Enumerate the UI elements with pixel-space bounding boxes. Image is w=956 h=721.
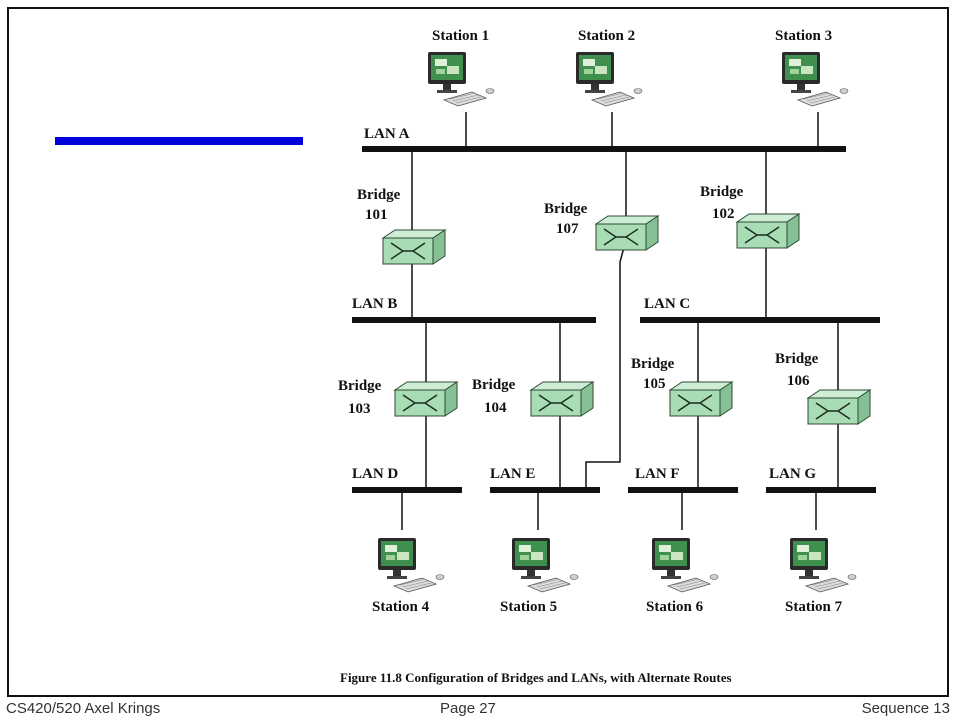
bridge-105-icon bbox=[669, 381, 733, 417]
station-1-label: Station 1 bbox=[432, 28, 489, 44]
station-5-label: Station 5 bbox=[500, 599, 557, 615]
bridge-102-label-line1: Bridge bbox=[700, 184, 744, 200]
computer-icon bbox=[781, 51, 849, 107]
bridge-105-label-line2: 105 bbox=[643, 376, 666, 392]
station-7-label: Station 7 bbox=[785, 599, 843, 615]
bridge-101-icon bbox=[382, 229, 446, 265]
computer-icon bbox=[651, 537, 719, 593]
bridge-103-icon bbox=[394, 381, 458, 417]
computer-icon bbox=[377, 537, 445, 593]
accent-bar bbox=[55, 137, 303, 145]
bridge-106-icon bbox=[807, 389, 871, 425]
footer-course: CS420/520 Axel Krings bbox=[6, 700, 161, 717]
bridge-103-label-line1: Bridge bbox=[338, 378, 382, 394]
bridge-104-label-line2: 104 bbox=[484, 400, 507, 416]
station-4-label: Station 4 bbox=[372, 599, 430, 615]
lan-d-label: LAN D bbox=[352, 466, 398, 482]
bridge-107-icon bbox=[595, 215, 659, 251]
station-2-label: Station 2 bbox=[578, 28, 635, 44]
bridge-101-label-line2: 101 bbox=[365, 207, 388, 223]
lan-g-label: LAN G bbox=[769, 466, 816, 482]
bridge-105-label-line1: Bridge bbox=[631, 356, 675, 372]
bridge-106-label-line2: 106 bbox=[787, 373, 810, 389]
lan-b-label: LAN B bbox=[352, 296, 397, 312]
bridge-107-label-line1: Bridge bbox=[544, 201, 588, 217]
lan-c-label: LAN C bbox=[644, 296, 690, 312]
bridge-107-label-line2: 107 bbox=[556, 221, 579, 237]
bridge-104-icon bbox=[530, 381, 594, 417]
computer-icon bbox=[789, 537, 857, 593]
station-6-label: Station 6 bbox=[646, 599, 704, 615]
computer-icon bbox=[511, 537, 579, 593]
bridge-103-label-line2: 103 bbox=[348, 401, 371, 417]
figure-caption: Figure 11.8 Configuration of Bridges and… bbox=[340, 670, 732, 685]
bridge-106-label-line1: Bridge bbox=[775, 351, 819, 367]
bridge-102-label-line2: 102 bbox=[712, 206, 735, 222]
footer-sequence: Sequence 13 bbox=[861, 700, 950, 717]
computer-icon bbox=[575, 51, 643, 107]
bridge-102-icon bbox=[736, 213, 800, 249]
lan-e-label: LAN E bbox=[490, 466, 535, 482]
lan-f-label: LAN F bbox=[635, 466, 680, 482]
station-3-label: Station 3 bbox=[775, 28, 832, 44]
bridge-101-label-line1: Bridge bbox=[357, 187, 401, 203]
computer-icon bbox=[427, 51, 495, 107]
footer-page-number: Page 27 bbox=[440, 700, 496, 717]
lan-a-label: LAN A bbox=[364, 126, 410, 142]
bridge-104-label-line1: Bridge bbox=[472, 377, 516, 393]
slide-frame bbox=[7, 7, 949, 697]
